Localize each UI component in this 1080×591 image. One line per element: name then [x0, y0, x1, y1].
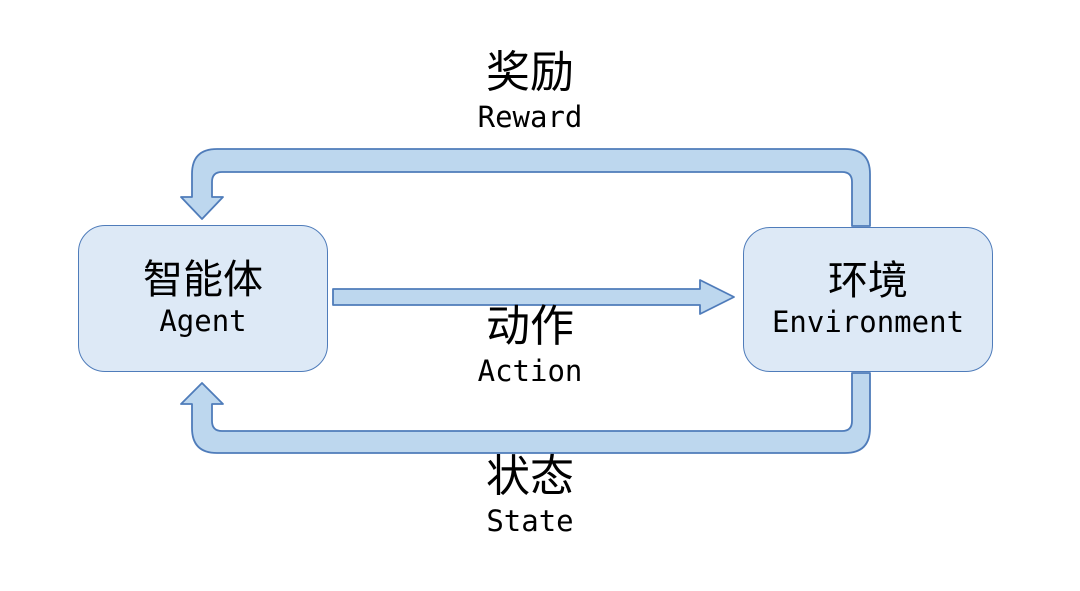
- reward-label-zh: 奖励: [485, 48, 574, 97]
- action-label-en: Action: [477, 353, 583, 388]
- agent-label-zh: 智能体: [143, 258, 263, 303]
- agent-node: 智能体 Agent: [78, 225, 328, 372]
- environment-node: 环境 Environment: [743, 227, 993, 372]
- state-label-en: State: [486, 503, 574, 538]
- environment-label-zh: 环境: [828, 259, 908, 304]
- agent-label-en: Agent: [159, 304, 247, 339]
- state-label: 状态 State: [486, 452, 574, 539]
- reward-label: 奖励 Reward: [478, 48, 583, 135]
- state-arrow: [180, 372, 871, 454]
- reward-arrow: [180, 148, 871, 227]
- reward-label-en: Reward: [477, 99, 583, 134]
- state-label-zh: 状态: [486, 452, 574, 501]
- action-label-zh: 动作: [485, 302, 574, 351]
- action-arrow: [332, 279, 735, 315]
- environment-label-en: Environment: [771, 305, 965, 340]
- action-label: 动作 Action: [478, 302, 583, 389]
